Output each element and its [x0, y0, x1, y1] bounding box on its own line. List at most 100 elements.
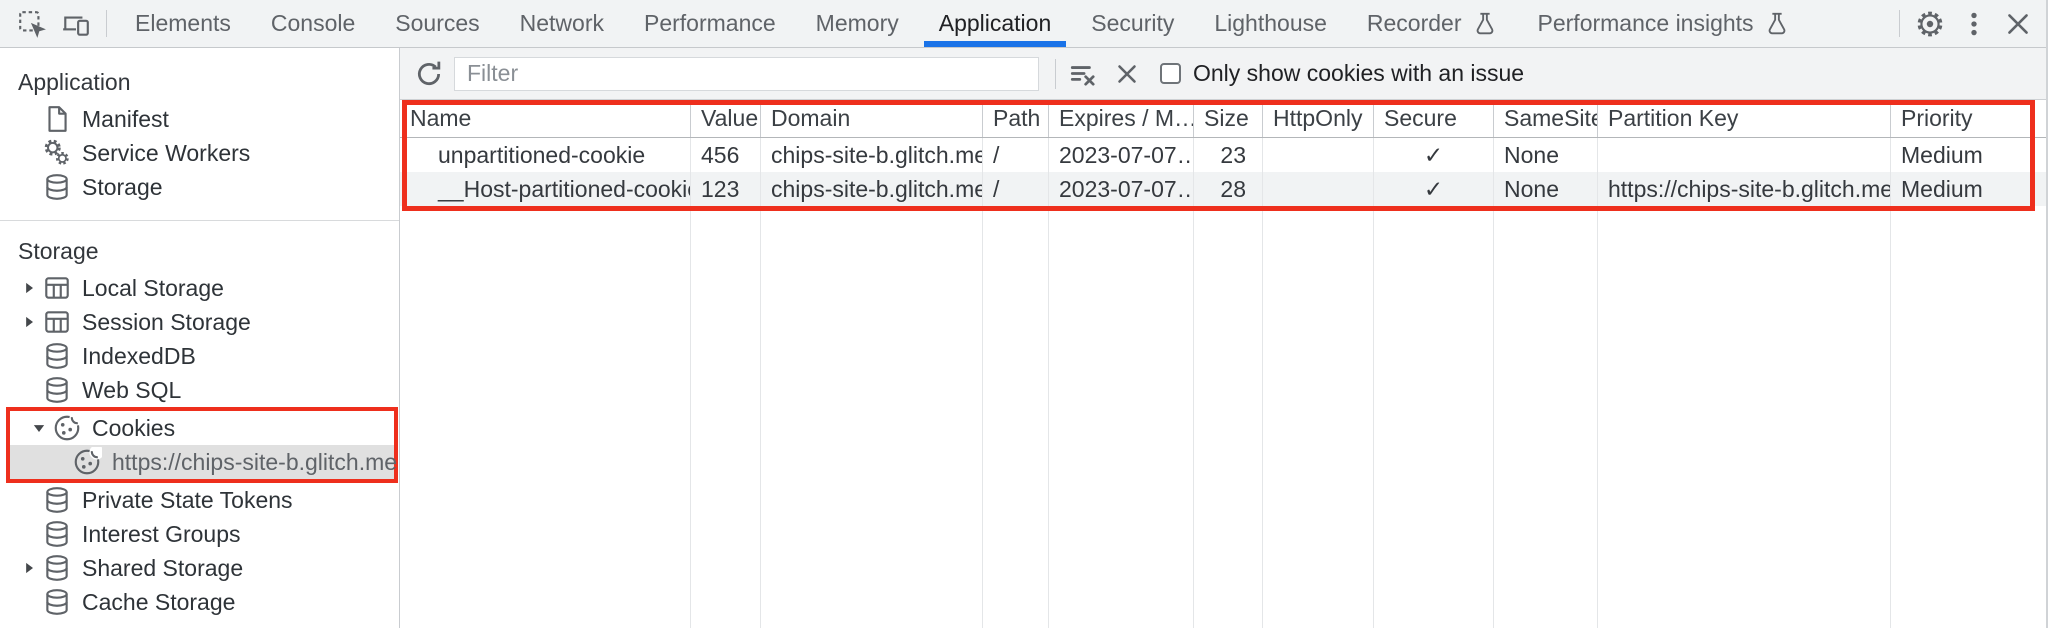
only-issue-checkbox[interactable] — [1160, 63, 1181, 84]
sidebar-item-local-storage[interactable]: Local Storage — [0, 271, 399, 305]
database-icon — [42, 587, 72, 617]
cookies-highlight-box: Cookies https://chips-site-b.glitch.me — [6, 407, 398, 483]
column-header-expires[interactable]: Expires / M… — [1049, 100, 1194, 137]
sidebar-item-cookies[interactable]: Cookies — [10, 411, 394, 445]
divider — [1055, 58, 1056, 89]
clear-filter-icon[interactable] — [1068, 59, 1098, 89]
cell-samesite[interactable]: None — [1494, 172, 1598, 206]
close-devtools-button[interactable] — [1996, 0, 2040, 47]
cell-domain[interactable]: chips-site-b.glitch.me — [761, 172, 983, 206]
filter-input[interactable] — [454, 56, 1039, 91]
database-icon — [42, 485, 72, 515]
device-toolbar-button[interactable] — [54, 0, 98, 47]
cell-path[interactable]: / — [983, 172, 1049, 206]
triangle-right-icon[interactable] — [16, 279, 42, 297]
cell-expires[interactable]: 2023-07-07… — [1049, 138, 1194, 172]
sidebar-item-service-workers[interactable]: Service Workers — [0, 136, 399, 170]
cookie-row-unpartitioned[interactable]: unpartitioned-cookie 456 chips-site-b.gl… — [400, 138, 2046, 172]
cell-httponly[interactable] — [1263, 172, 1374, 206]
cell-partition-key[interactable] — [1598, 138, 1891, 172]
cell-priority[interactable]: Medium — [1901, 142, 1983, 168]
cell-value[interactable]: 123 — [691, 172, 761, 206]
tab-network[interactable]: Network — [519, 10, 604, 36]
tab-security[interactable]: Security — [1091, 10, 1175, 36]
sidebar-item-interest-groups[interactable]: Interest Groups — [0, 517, 399, 551]
column-header-value[interactable]: Value — [691, 100, 761, 137]
cell-secure-checkmark[interactable]: ✓ — [1374, 138, 1494, 172]
sidebar-item-indexeddb[interactable]: IndexedDB — [0, 339, 399, 373]
empty-column — [983, 206, 1049, 628]
table-icon — [42, 273, 72, 303]
cell-size[interactable]: 23 — [1194, 138, 1263, 172]
cell-secure-checkmark[interactable]: ✓ — [1374, 172, 1494, 206]
triangle-down-icon[interactable] — [26, 419, 52, 437]
empty-column — [400, 206, 691, 628]
sidebar-item-private-state-tokens[interactable]: Private State Tokens — [0, 483, 399, 517]
sidebar-item-storage[interactable]: Storage — [0, 170, 399, 204]
tab-lighthouse[interactable]: Lighthouse — [1214, 10, 1327, 36]
clear-x-icon[interactable] — [1112, 59, 1142, 89]
inspect-element-button[interactable] — [10, 0, 54, 47]
tab-application[interactable]: Application — [919, 0, 1072, 47]
expand-spacer — [16, 491, 42, 509]
column-header-domain[interactable]: Domain — [761, 100, 983, 137]
sidebar-item-shared-storage[interactable]: Shared Storage — [0, 551, 399, 585]
tab-performance-insights[interactable]: Performance insights — [1518, 0, 1810, 47]
expand-spacer — [16, 110, 42, 128]
section-title-storage: Storage — [18, 238, 99, 264]
device-toolbar-icon — [61, 9, 91, 39]
empty-column — [761, 206, 983, 628]
empty-column — [1194, 206, 1263, 628]
kebab-menu-icon — [1959, 9, 1989, 39]
tab-performance[interactable]: Performance — [644, 10, 776, 36]
cell-domain[interactable]: chips-site-b.glitch.me — [761, 138, 983, 172]
column-header-name[interactable]: Name — [400, 100, 691, 137]
triangle-right-icon[interactable] — [16, 313, 42, 331]
sidebar-item-label: Session Storage — [82, 308, 251, 335]
column-header-secure[interactable]: Secure — [1374, 100, 1494, 137]
column-header-httponly[interactable]: HttpOnly — [1263, 100, 1374, 137]
devtools-tabbar: Elements Console Sources Network Perform… — [0, 0, 2046, 48]
sidebar-item-label: Cache Storage — [82, 588, 236, 615]
more-options-button[interactable] — [1952, 0, 1996, 47]
cookies-panel: Only show cookies with an issue Name Val… — [400, 48, 2046, 628]
document-icon — [42, 104, 72, 134]
tab-memory[interactable]: Memory — [815, 10, 899, 36]
database-icon — [42, 172, 72, 202]
tab-recorder[interactable]: Recorder — [1347, 0, 1518, 47]
cell-priority[interactable]: Medium — [1901, 176, 1983, 202]
sidebar-item-manifest[interactable]: Manifest — [0, 102, 399, 136]
cell-value[interactable]: 456 — [691, 138, 761, 172]
cookie-table-empty-area — [400, 206, 2046, 628]
column-header-priority[interactable]: Priority — [1901, 105, 1973, 131]
only-issue-label[interactable]: Only show cookies with an issue — [1193, 60, 1525, 86]
column-header-path[interactable]: Path — [983, 100, 1049, 137]
sidebar-item-web-sql[interactable]: Web SQL — [0, 373, 399, 407]
cookie-icon — [52, 413, 82, 443]
cell-path[interactable]: / — [983, 138, 1049, 172]
cell-size[interactable]: 28 — [1194, 172, 1263, 206]
cell-name[interactable]: __Host-partitioned-cookie — [400, 172, 691, 206]
sidebar-item-cache-storage[interactable]: Cache Storage — [0, 585, 399, 619]
tab-console[interactable]: Console — [270, 10, 356, 36]
cookie-row-host-partitioned[interactable]: __Host-partitioned-cookie 123 chips-site… — [400, 172, 2046, 206]
expand-spacer — [16, 178, 42, 196]
column-header-samesite[interactable]: SameSite — [1494, 100, 1598, 137]
triangle-right-icon[interactable] — [16, 559, 42, 577]
database-icon — [42, 341, 72, 371]
cell-httponly[interactable] — [1263, 138, 1374, 172]
tab-sources[interactable]: Sources — [395, 10, 480, 36]
cell-partition-key[interactable]: https://chips-site-b.glitch.me — [1598, 172, 1891, 206]
column-header-size[interactable]: Size — [1194, 100, 1263, 137]
column-header-partition-key[interactable]: Partition Key — [1598, 100, 1891, 137]
empty-column — [1263, 206, 1374, 628]
settings-button[interactable] — [1908, 0, 1952, 47]
sidebar-item-cookie-origin[interactable]: https://chips-site-b.glitch.me — [10, 445, 397, 479]
cell-samesite[interactable]: None — [1494, 138, 1598, 172]
sidebar-item-label: IndexedDB — [82, 342, 196, 369]
sidebar-item-session-storage[interactable]: Session Storage — [0, 305, 399, 339]
tab-elements[interactable]: Elements — [135, 10, 231, 36]
cell-name[interactable]: unpartitioned-cookie — [400, 138, 691, 172]
cell-expires[interactable]: 2023-07-07… — [1049, 172, 1194, 206]
refresh-icon[interactable] — [414, 59, 444, 89]
